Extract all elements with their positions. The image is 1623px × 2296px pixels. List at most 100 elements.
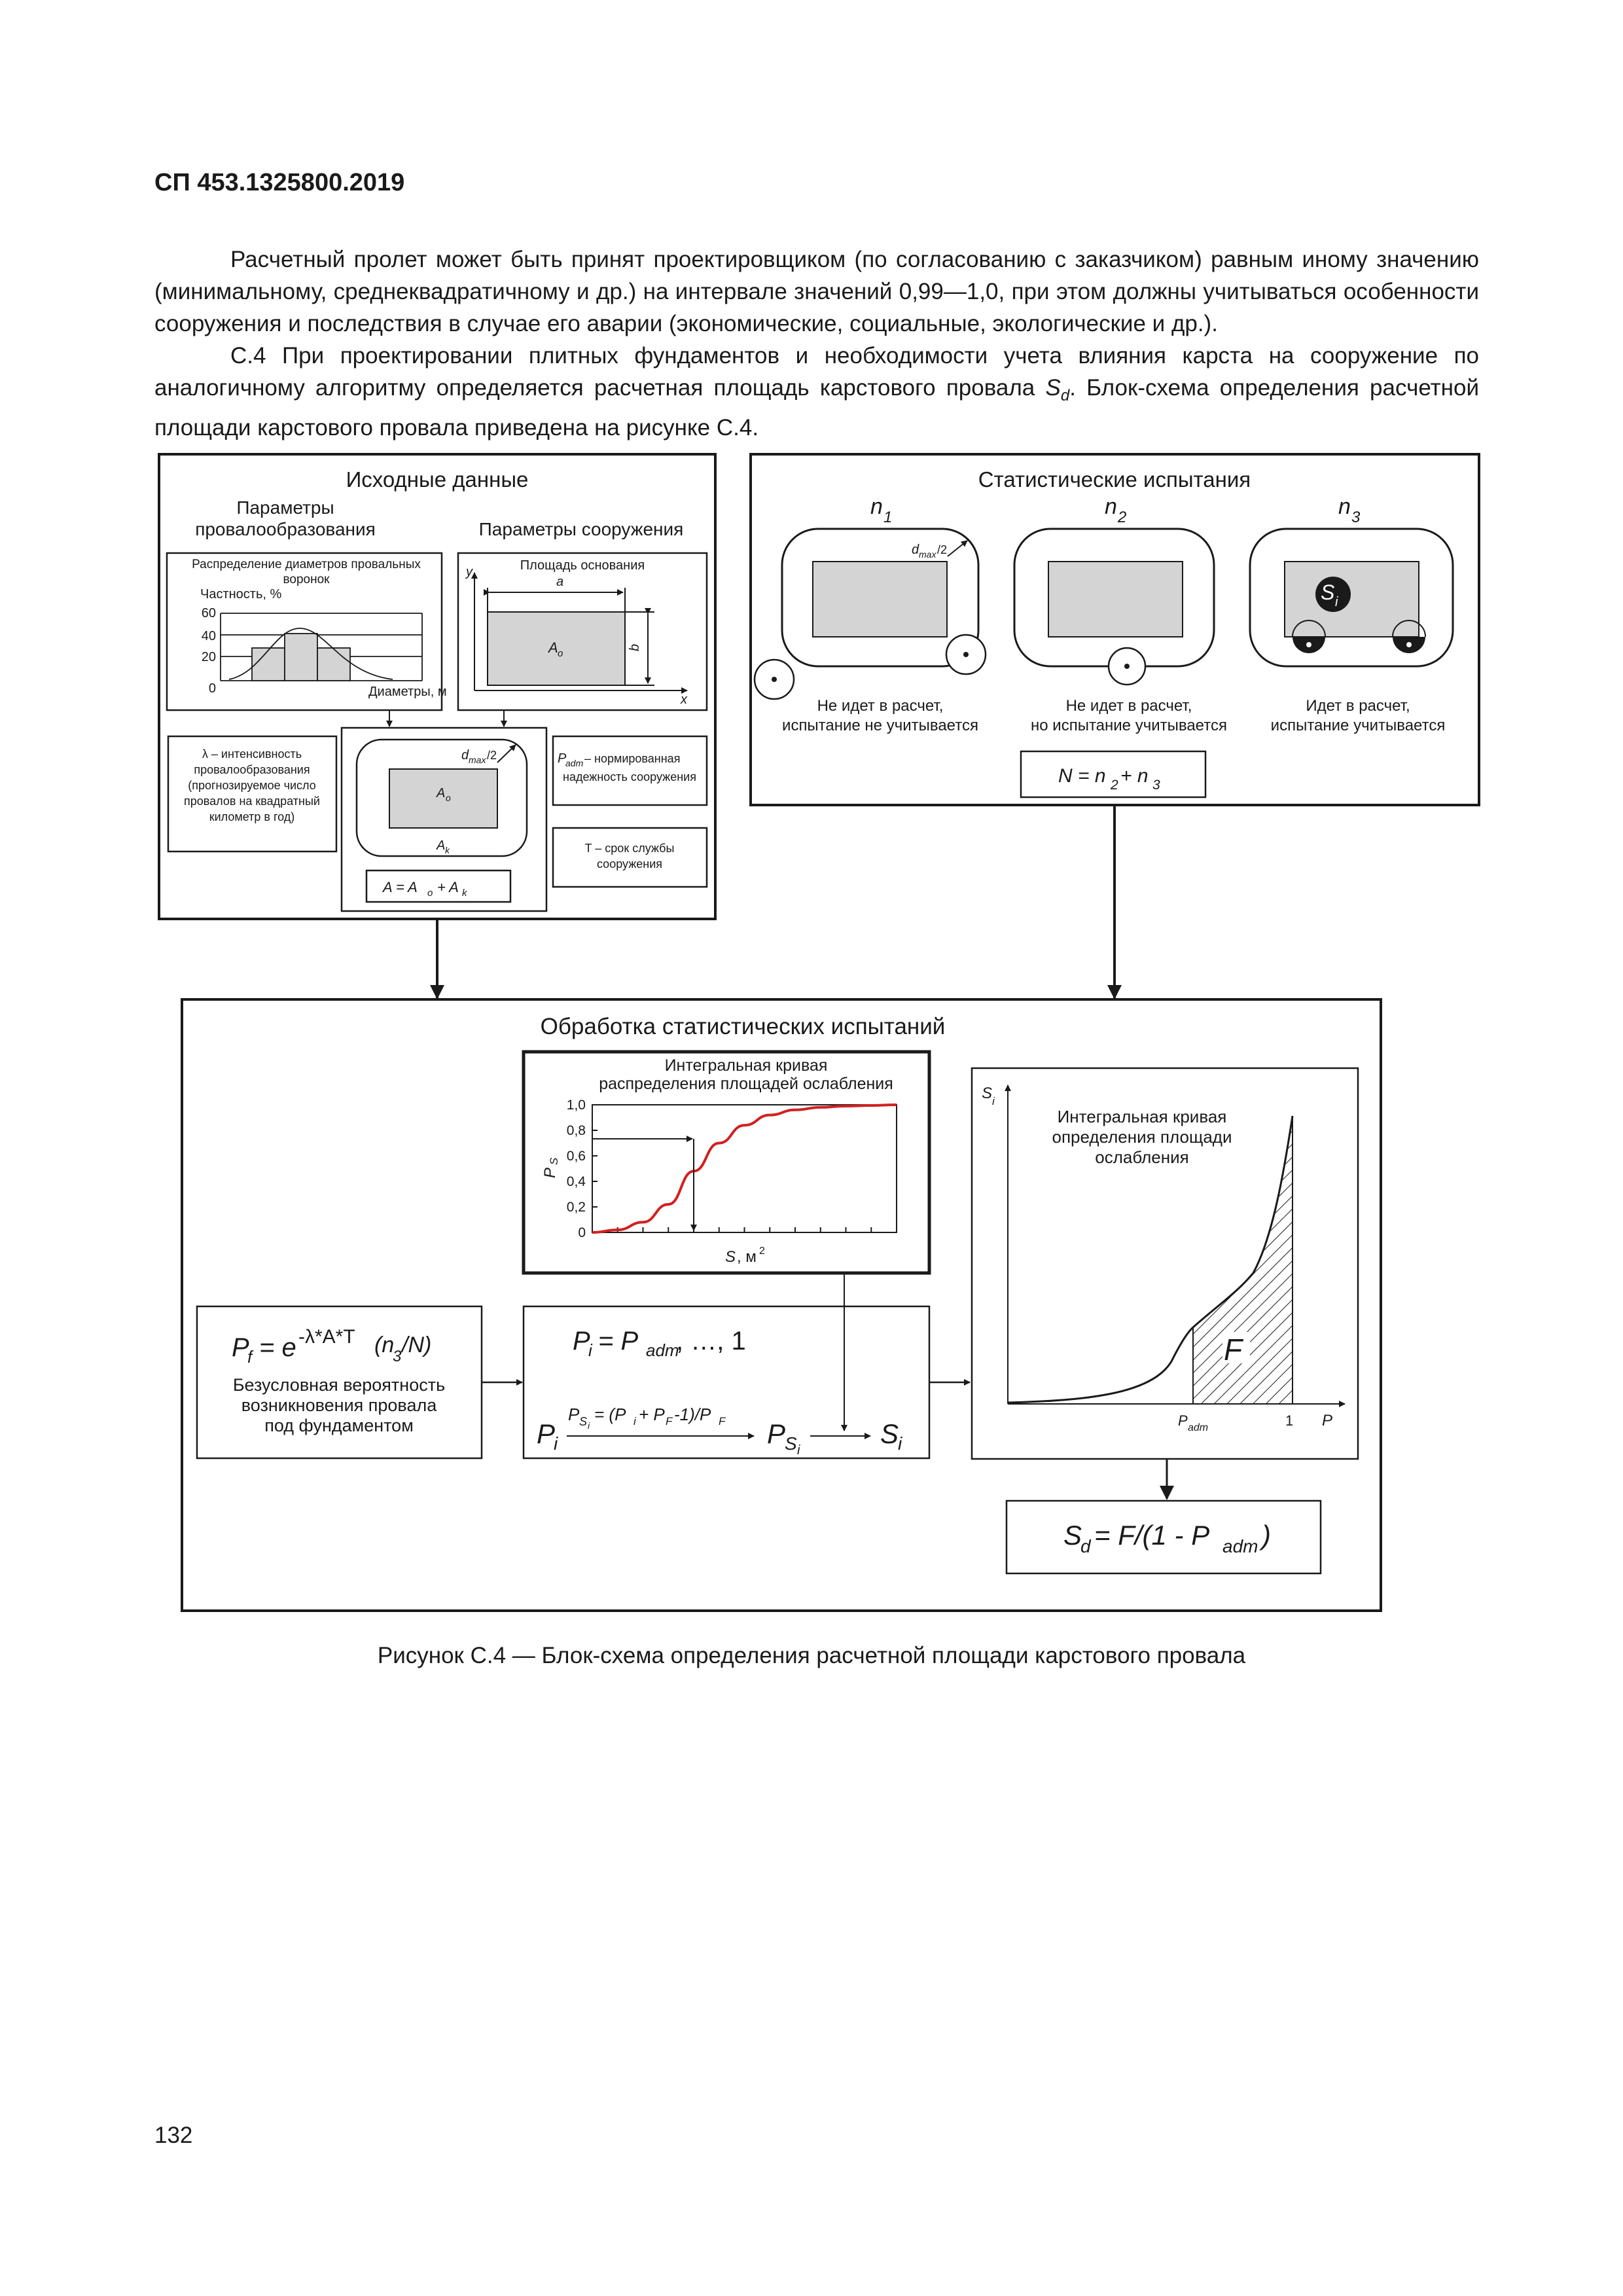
svg-text:/N): /N) [401, 1333, 431, 1357]
svg-text:P: P [1178, 1412, 1188, 1429]
curve-title-1: Интегральная кривая [665, 1056, 828, 1075]
svg-text:(прогнозируемое число: (прогнозируемое число [188, 779, 316, 792]
svg-text:o: o [427, 888, 433, 899]
svg-text:1: 1 [1285, 1412, 1293, 1429]
distribution-curve [592, 1103, 897, 1234]
svg-text:n: n [870, 494, 883, 519]
svg-text:S: S [1321, 581, 1334, 604]
svg-text:провалообразования: провалообразования [194, 763, 310, 776]
svg-text:– нормированная: – нормированная [584, 752, 680, 765]
svg-text:40: 40 [202, 629, 216, 643]
svg-text:i: i [588, 1340, 593, 1360]
svg-text:max: max [919, 549, 936, 560]
svg-text:возникновения провала: возникновения провала [241, 1395, 438, 1415]
Pi-range: P [573, 1327, 590, 1355]
sub-left-2: провалообразования [195, 519, 376, 539]
svg-text:1: 1 [883, 509, 892, 526]
paragraph-1: Расчетный пролет может быть принят проек… [154, 247, 1479, 336]
processing-title: Обработка статистических испытаний [541, 1014, 946, 1039]
svg-text:P: P [558, 751, 567, 766]
svg-text:Не идет в расчет,: Не идет в расчет, [1066, 697, 1192, 715]
svg-text:-λ*A*T: -λ*A*T [298, 1326, 355, 1348]
statistical-tests-box: Статистические испытания n 1 n 2 n 3 d m… [749, 453, 1480, 806]
svg-text:b: b [628, 644, 642, 651]
svg-text:adm: adm [646, 1340, 679, 1360]
y-tick-label: 0,6 [567, 1149, 586, 1164]
svg-text:испытание учитывается: испытание учитывается [1271, 717, 1446, 734]
paragraph-2: С.4 При проектировании плитных фундамент… [154, 343, 1480, 440]
Sd-formula: S [1063, 1520, 1082, 1551]
svg-text:+ n: + n [1120, 765, 1149, 787]
svg-text:/2: /2 [487, 749, 497, 762]
svg-text:Идет в расчет,: Идет в расчет, [1306, 697, 1410, 715]
processing-box: Обработка статистических испытаний Интег… [181, 998, 1382, 1612]
svg-text:i: i [1335, 595, 1338, 609]
Pf-formula: P [232, 1333, 249, 1362]
svg-text:3: 3 [393, 1348, 402, 1365]
svg-text:A: A [436, 838, 445, 853]
svg-text:60: 60 [202, 606, 216, 620]
hist-title-2: воронок [283, 573, 330, 586]
svg-text:A: A [547, 639, 558, 656]
svg-text:но испытание учитывается: но испытание учитывается [1031, 717, 1227, 734]
svg-text:adm: adm [1222, 1536, 1258, 1556]
svg-text:определения площади: определения площади [1052, 1127, 1232, 1147]
svg-text:x: x [680, 692, 688, 707]
svg-text:adm: adm [565, 758, 584, 768]
svg-text:A: A [436, 786, 445, 800]
curve-title-2: распределения площадей ослабления [599, 1075, 893, 1093]
svg-text:k: k [445, 845, 450, 855]
svg-text:λ – интенсивность: λ – интенсивность [202, 747, 302, 761]
svg-text:o: o [558, 648, 563, 659]
formula-A: A = A [382, 879, 418, 895]
svg-text:20: 20 [202, 650, 216, 664]
svg-text:(n: (n [374, 1333, 394, 1357]
svg-text:max: max [469, 755, 486, 765]
svg-text:o: o [446, 793, 451, 803]
svg-text:i: i [633, 1415, 637, 1427]
svg-text:S: S [548, 1157, 560, 1165]
svg-text:): ) [1258, 1520, 1271, 1551]
svg-text:y: y [465, 565, 473, 579]
initial-data-title: Исходные данные [346, 467, 529, 492]
svg-text:f: f [247, 1347, 254, 1367]
svg-text:S: S [982, 1085, 992, 1102]
svg-text:n: n [1338, 494, 1351, 519]
svg-text:S: S [785, 1433, 797, 1454]
svg-text:/2: /2 [937, 543, 947, 556]
hist-ylabel: Частность, % [200, 587, 281, 601]
svg-text:i: i [588, 1420, 590, 1431]
initial-data-box: Исходные данные Параметры провалообразов… [158, 453, 717, 920]
svg-text:T – срок службы: T – срок службы [585, 842, 675, 855]
svg-text:под фундаментом: под фундаментом [264, 1416, 414, 1435]
svg-text:, …, 1: , …, 1 [676, 1327, 746, 1355]
svg-text:2: 2 [1110, 778, 1118, 793]
svg-text:ослабления: ослабления [1095, 1147, 1188, 1167]
svg-text:Безусловная вероятность: Безусловная вероятность [233, 1375, 445, 1395]
svg-text:= e: = e [259, 1333, 296, 1362]
y-tick-label: 0,2 [567, 1200, 586, 1215]
svg-text:+ P: + P [639, 1405, 665, 1424]
svg-text:S: S [880, 1418, 899, 1449]
svg-text:F: F [666, 1415, 673, 1427]
svg-text:i: i [797, 1443, 800, 1458]
stat-title: Статистические испытания [978, 467, 1251, 492]
svg-text:= F/(1 - P: = F/(1 - P [1094, 1520, 1209, 1551]
svg-text:= (P: = (P [594, 1405, 626, 1424]
svg-text:испытание не учитывается: испытание не учитывается [782, 717, 978, 734]
svg-text:километр в год): километр в год) [209, 810, 295, 823]
svg-text:0: 0 [209, 681, 216, 696]
sub-right: Параметры сооружения [479, 519, 684, 539]
svg-text:d: d [461, 748, 469, 762]
svg-text:2: 2 [759, 1246, 765, 1257]
svg-text:Не идет в расчет,: Не идет в расчет, [817, 697, 944, 715]
distribution-chart: 00,20,40,60,81,0 [567, 1098, 897, 1240]
figure-caption: Рисунок С.4 — Блок-схема определения рас… [377, 1643, 1246, 1668]
svg-text:P: P [767, 1418, 785, 1449]
svg-text:P: P [537, 1418, 555, 1449]
svg-text:k: k [462, 888, 468, 899]
y-tick-label: 1,0 [567, 1098, 586, 1113]
area-title: Площадь основания [520, 558, 645, 573]
svg-text:2: 2 [1117, 509, 1126, 526]
